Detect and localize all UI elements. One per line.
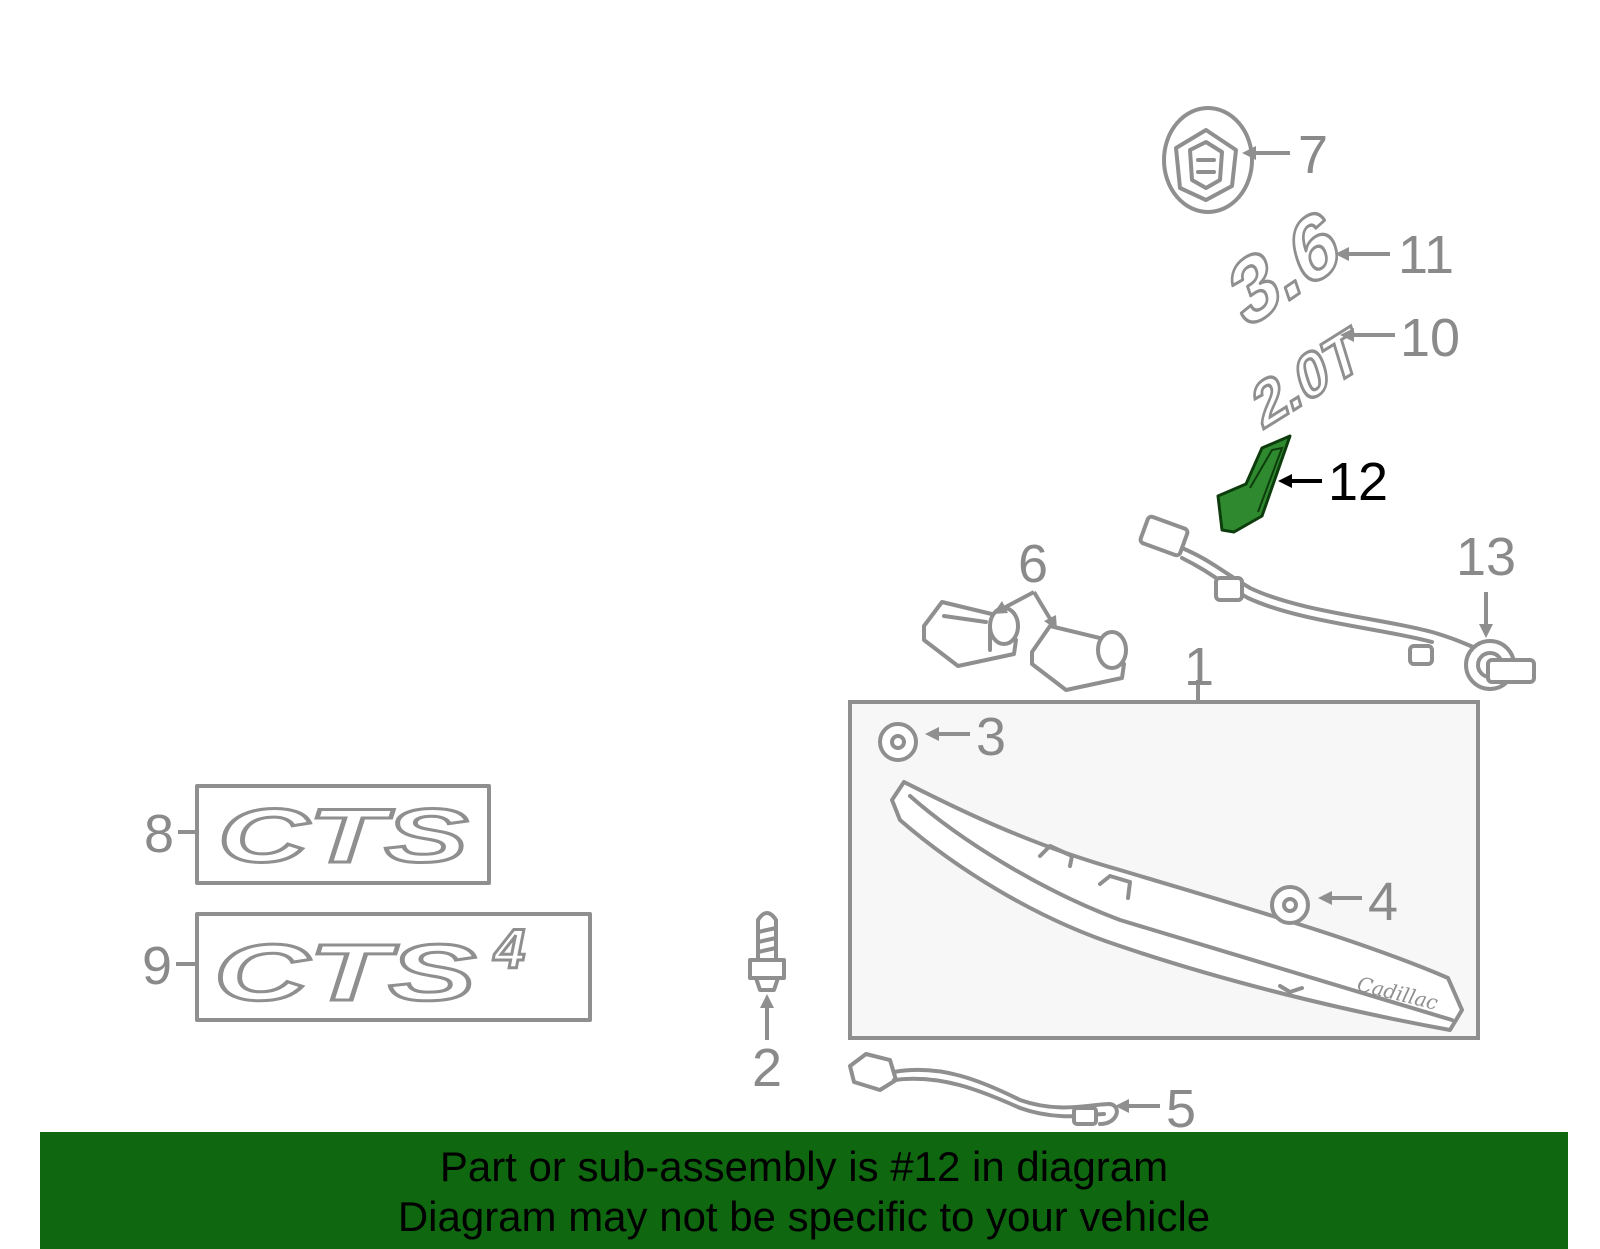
part-4-grommet[interactable] <box>1270 885 1310 925</box>
footer-line-1: Part or sub-assembly is #12 in diagram <box>439 1143 1169 1190</box>
part-12-highlighted-badge[interactable] <box>1216 434 1292 534</box>
callout-6-label: 6 <box>1018 534 1048 594</box>
callout-11: 11 <box>1335 225 1454 285</box>
part-7-crest-emblem[interactable] <box>1162 106 1254 214</box>
callout-9: 9 <box>142 936 197 996</box>
part-13-wiring-harness[interactable] <box>1138 514 1536 691</box>
callout-8-label: 8 <box>144 804 174 864</box>
callout-5: 5 <box>1115 1079 1196 1139</box>
callout-11-label: 11 <box>1398 225 1454 285</box>
part-9-badge-box[interactable]: CTS 4 <box>195 912 592 1022</box>
callout-4-label: 4 <box>1368 872 1398 932</box>
callout-12-label: 12 <box>1328 452 1388 512</box>
part-8-badge-box[interactable]: CTS <box>195 784 491 885</box>
footer-line-2: Diagram may not be specific to your vehi… <box>397 1193 1211 1240</box>
badge-9-suffix: 4 <box>493 917 525 980</box>
callout-7-label: 7 <box>1298 125 1328 185</box>
callout-6: 6 <box>993 534 1057 630</box>
callout-3: 3 <box>925 707 1006 767</box>
callout-2-label: 2 <box>752 1038 782 1098</box>
callout-13-label: 13 <box>1456 527 1516 587</box>
part-1-garnish-molding[interactable]: Cadillac <box>890 780 1464 1032</box>
callout-12: 12 <box>1278 452 1388 512</box>
part-6-license-lamps[interactable] <box>922 600 1128 692</box>
callout-9-label: 9 <box>142 936 172 996</box>
callout-10: 10 <box>1340 308 1460 368</box>
part-3-grommet[interactable] <box>878 722 918 762</box>
callout-1-label: 1 <box>1184 637 1214 697</box>
callout-10-label: 10 <box>1400 308 1460 368</box>
part-5-wire[interactable] <box>848 1052 1119 1126</box>
callout-4: 4 <box>1318 872 1398 932</box>
footer-banner: Part or sub-assembly is #12 in diagram D… <box>40 1132 1568 1249</box>
badge-9-text: CTS <box>214 928 476 1017</box>
callout-7: 7 <box>1242 125 1328 185</box>
part-2-screw[interactable] <box>748 911 786 992</box>
callout-2: 2 <box>752 994 782 1098</box>
callout-8: 8 <box>144 804 197 864</box>
badge-8-text: CTS <box>218 794 468 879</box>
callout-5-label: 5 <box>1166 1079 1196 1139</box>
callout-13: 13 <box>1456 527 1516 638</box>
callout-3-label: 3 <box>976 707 1006 767</box>
